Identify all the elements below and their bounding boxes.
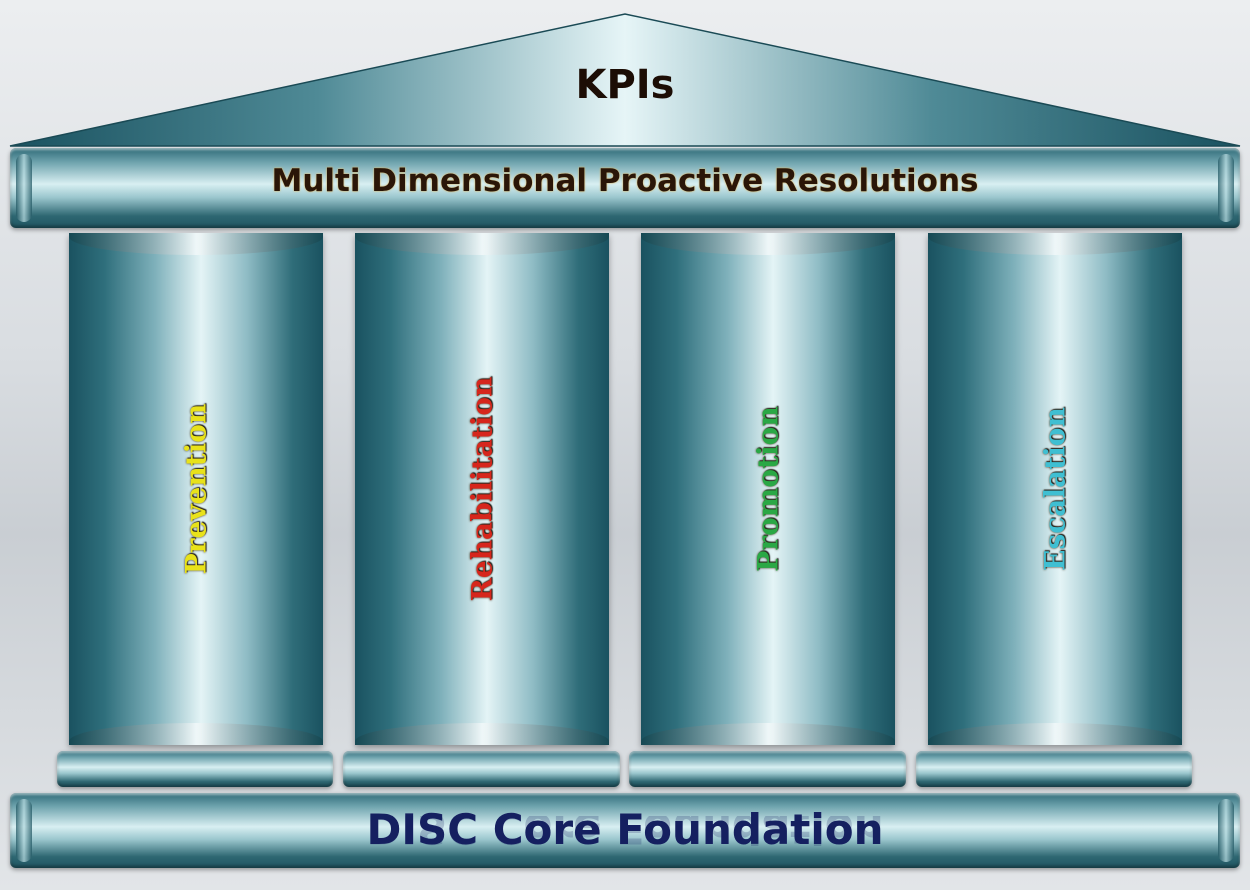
pillar-label: Rehabilitation (465, 376, 499, 602)
pillar-base (916, 751, 1192, 787)
pillar-base (57, 751, 333, 787)
pediment-roof (9, 13, 1241, 147)
pillar-base (629, 751, 906, 787)
pillar-label: Promotion (751, 406, 785, 572)
pillar-promotion: Promotion (641, 233, 895, 745)
pillar-label: Escalation (1038, 407, 1072, 571)
pillar-rehabilitation: Rehabilitation (355, 233, 609, 745)
bar-end-right (1218, 154, 1234, 222)
foundation-bar (10, 793, 1240, 868)
foundation-text-reflection: DISC Core Foundation (366, 816, 884, 853)
pillar-label: Prevention (179, 403, 213, 575)
pillar-base (343, 751, 620, 787)
pillar-prevention: Prevention (69, 233, 323, 745)
foundation-text: DISC Core Foundation (366, 805, 884, 854)
roof-title: KPIs (575, 62, 675, 108)
bar-end-left (16, 799, 32, 862)
bar-end-left (16, 154, 32, 222)
pillar-escalation: Escalation (928, 233, 1182, 745)
entablature-bar (10, 148, 1240, 228)
entablature-text: Multi Dimensional Proactive Resolutions (271, 163, 979, 199)
bar-end-right (1218, 799, 1234, 862)
